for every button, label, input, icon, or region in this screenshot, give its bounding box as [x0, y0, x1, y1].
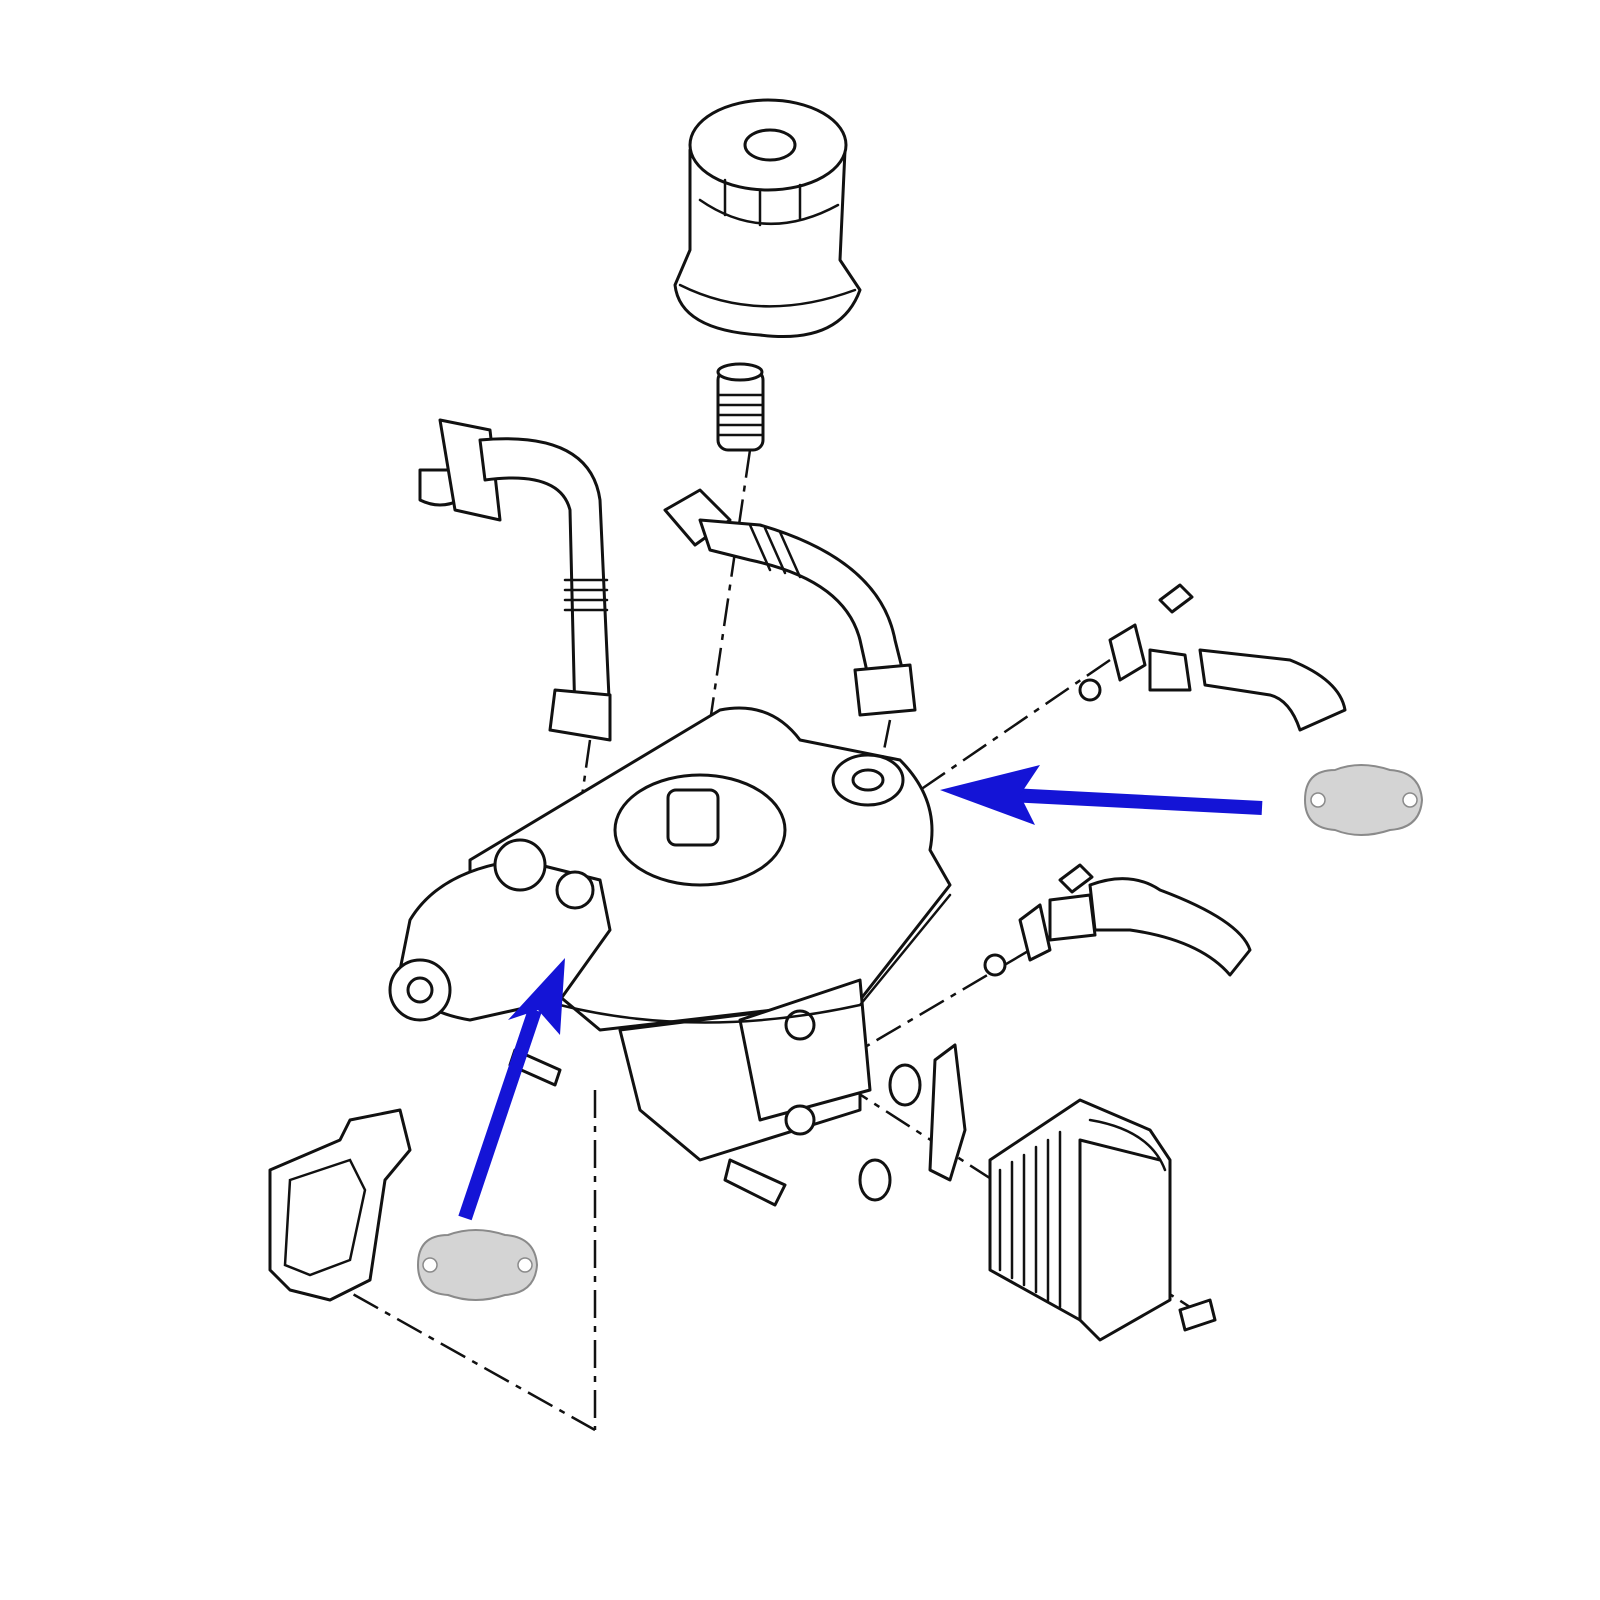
- blanking-plate-right: [1303, 764, 1424, 836]
- oil-cooler: [988, 1098, 1172, 1342]
- oil-filter-housing: [388, 706, 952, 1162]
- oil-filter: [673, 98, 862, 339]
- coolant-pipe-lower: [983, 863, 1252, 977]
- blanking-plate-left: [416, 1229, 539, 1301]
- bolts: [508, 1048, 1217, 1332]
- egr-pipe-right: [663, 488, 917, 717]
- spring: [716, 362, 765, 452]
- arrow-left-plate: [458, 958, 565, 1221]
- egr-pipe-left: [418, 418, 612, 742]
- seals: [268, 1043, 967, 1302]
- arrow-right-plate: [940, 765, 1263, 825]
- coolant-pipe-upper: [1078, 583, 1347, 732]
